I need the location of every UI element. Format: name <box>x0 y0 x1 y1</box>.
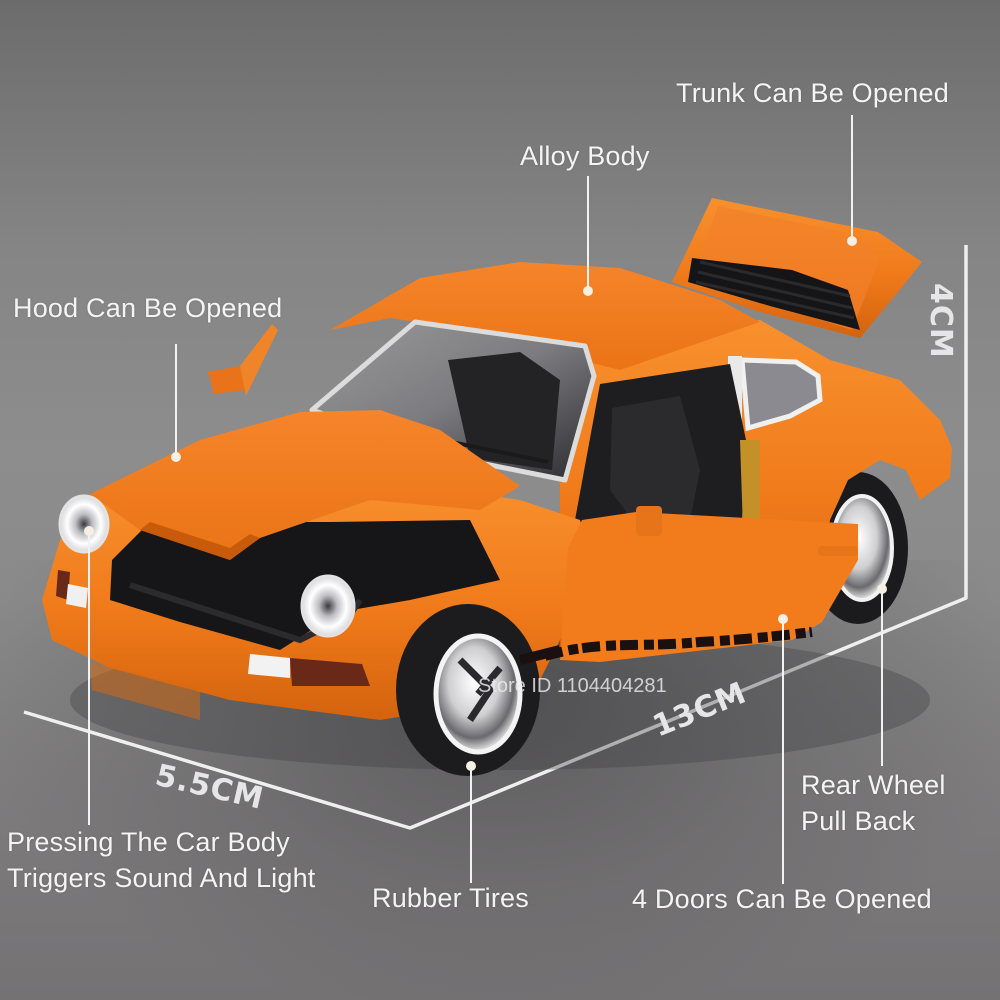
trunk-callout: Trunk Can Be Opened <box>676 78 949 108</box>
rubber-tires-leader-line <box>470 765 472 883</box>
sound-light-callout-line1: Pressing The Car Body <box>7 827 290 857</box>
alloy-body-callout: Alloy Body <box>520 141 650 171</box>
doors-leader-line <box>782 618 784 884</box>
rear-wheel-callout-line2: Pull Back <box>801 806 916 836</box>
hood-leader-dot <box>171 452 181 462</box>
sound-light-leader-dot <box>84 526 94 536</box>
dimension-lines <box>23 245 968 830</box>
alloy-body-leader-dot <box>583 286 593 296</box>
height-dimension-label: 4CM <box>923 283 958 359</box>
sound-light-callout-line2: Triggers Sound And Light <box>7 863 316 893</box>
alloy-body-leader-line <box>587 176 589 290</box>
rubber-tires-callout: Rubber Tires <box>372 883 529 913</box>
front-wheel <box>396 604 540 776</box>
rear-wheel-leader-line <box>881 588 883 766</box>
trunk-leader-dot <box>847 236 857 246</box>
doors-callout: 4 Doors Can Be Opened <box>632 884 932 914</box>
rear-wheel-callout-line1: Rear Wheel <box>801 770 946 800</box>
trunk-leader-line <box>851 115 853 240</box>
hood-callout: Hood Can Be Opened <box>13 293 283 323</box>
hood-leader-line <box>175 344 177 456</box>
rubber-tires-leader-dot <box>466 761 476 771</box>
doors-leader-dot <box>778 614 788 624</box>
trunk-lid <box>672 198 922 338</box>
store-id-watermark: Store ID 1104404281 <box>478 675 667 697</box>
rear-wheel-leader-dot <box>877 584 887 594</box>
sound-light-leader-line <box>88 530 90 825</box>
